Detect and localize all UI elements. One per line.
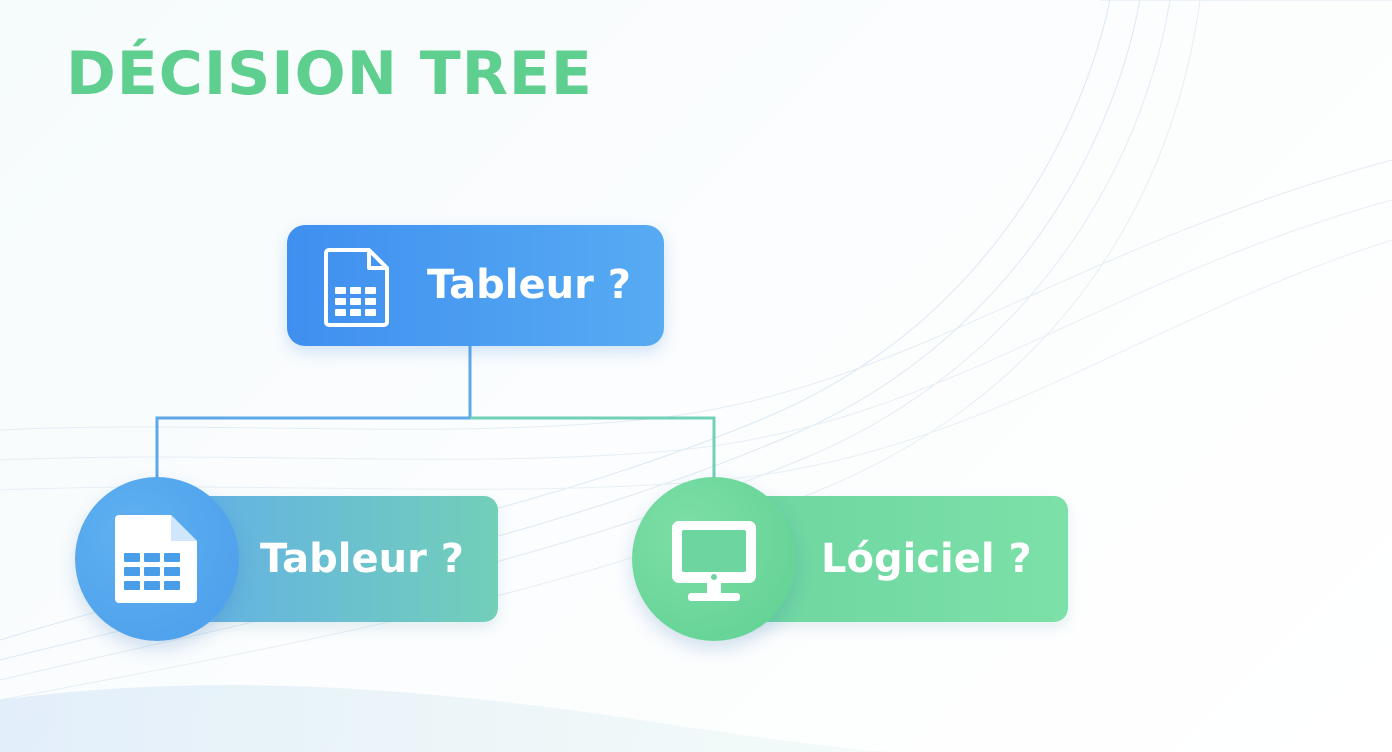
child-node-left-label: Tableur ?: [260, 536, 464, 582]
monitor-icon: [672, 521, 756, 601]
connector-left-branch: [155, 416, 470, 480]
connector-right-branch: [470, 416, 716, 480]
child-node-right-label: Lógiciel ?: [821, 536, 1032, 582]
root-node-label: Tableur ?: [427, 262, 631, 308]
child-node-right-badge: [632, 477, 796, 641]
spreadsheet-file-icon: [115, 515, 197, 603]
root-node: Tableur ?: [287, 225, 664, 346]
diagram-title: DÉCISION TREE: [66, 39, 593, 109]
spreadsheet-file-icon: [324, 248, 389, 327]
child-node-left-badge: [75, 477, 239, 641]
